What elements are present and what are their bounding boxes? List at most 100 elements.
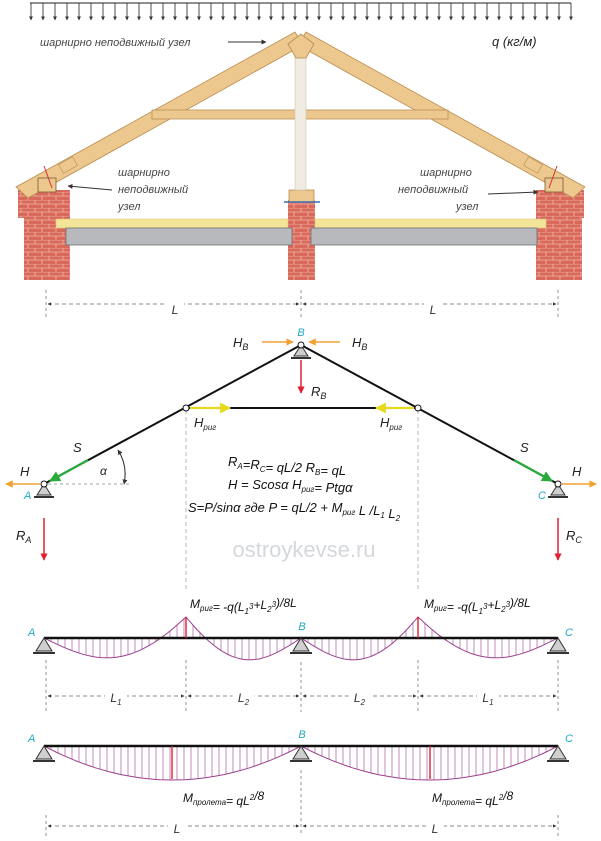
d1-span-label: L1 — [482, 691, 493, 707]
insulation-left — [55, 218, 289, 229]
d2-hatching — [50, 746, 554, 780]
d1-support-c — [547, 637, 569, 654]
h-right-label: H — [572, 464, 582, 479]
d2-node-b: B — [298, 729, 305, 741]
hb-left-label: HB — [233, 335, 248, 352]
d1-dim-bg — [477, 690, 499, 704]
h-left-label: H — [20, 464, 30, 479]
pin-right-line3: узел — [455, 201, 478, 213]
rc-label: RC — [566, 528, 582, 545]
span-right-label: L — [430, 303, 437, 317]
insulation-right — [314, 218, 547, 229]
pin-left-line1: шарнирно — [118, 167, 170, 179]
hrig-right-label: Hриг — [380, 415, 402, 432]
d2-node-a: A — [27, 733, 35, 745]
d1-dim-bg — [348, 690, 371, 704]
hb-right-label: HB — [352, 335, 367, 352]
alpha-arc — [117, 449, 128, 485]
right-corbel — [572, 190, 584, 218]
pin-left-line3: узел — [117, 201, 140, 213]
left-wall — [24, 190, 70, 280]
slab-left — [65, 227, 293, 246]
d2-span-right: L — [432, 822, 439, 836]
d2-span-left: L — [174, 822, 181, 836]
floor — [55, 189, 547, 246]
king-post — [294, 43, 307, 191]
left-fastener — [43, 165, 53, 189]
static-scheme: HB HB B RB Hриг Hриг S S H H α A C RA RC… — [5, 327, 597, 590]
hrig-left-label: Hриг — [194, 415, 216, 432]
tie-node-left — [182, 404, 190, 412]
pin-right-line2: неподвижный — [398, 184, 468, 196]
d1-dim-bg — [232, 690, 255, 704]
d2-dim-bg-left — [168, 822, 186, 836]
load-label: q (кг/м) — [492, 34, 537, 49]
d2-support-c — [547, 745, 569, 762]
s-right-label: S — [520, 440, 529, 455]
d2-support-a — [33, 745, 55, 762]
s-arrow-left — [49, 459, 89, 482]
formula-1: RA=RC= qL/2 RB= qL — [228, 454, 346, 478]
d1-dim-bg — [105, 690, 127, 704]
moment-diagram-1: A B C Mриг= -q(L13+L23)/8L Mриг= -q(L13+… — [27, 596, 573, 712]
right-eave-batten — [523, 156, 543, 174]
d1-span-dims: L1 L2 L2 L1 — [45, 660, 559, 712]
scheme-support-a — [34, 480, 54, 498]
center-post-base — [288, 189, 315, 203]
scheme-support-c — [548, 480, 568, 498]
pin-left-pointer — [67, 183, 113, 191]
pin-top-label: шарнирно неподвижный узел — [40, 37, 191, 49]
d1-support-a — [33, 637, 55, 654]
d1-node-c: C — [565, 627, 573, 639]
ra-label: RA — [16, 528, 31, 545]
node-a-label: A — [23, 490, 31, 502]
load-arrows — [29, 2, 573, 21]
dim-label-bg-right — [424, 302, 442, 316]
d2-span-dims: L L — [45, 770, 559, 836]
s-left-label: S — [73, 440, 82, 455]
d1-span-label: L2 — [354, 691, 366, 707]
d1-support-b — [290, 637, 312, 654]
ridge-gusset — [287, 33, 315, 59]
node-c-label: C — [538, 490, 546, 502]
left-support-block — [37, 177, 57, 193]
right-fastener — [548, 165, 558, 189]
d2-node-c: C — [565, 733, 573, 745]
d2-dim-bg-right — [426, 822, 444, 836]
d2-support-b — [290, 745, 312, 762]
d1-moment-left: Mриг= -q(L13+L23)/8L — [190, 596, 297, 616]
right-support-block — [544, 177, 564, 193]
rafters — [15, 31, 586, 199]
scheme-support-b — [291, 341, 311, 359]
slab-right — [310, 227, 538, 246]
moment-diagram-2: A B C Mпролета= qL2/8 Mпролета= qL2/8 L … — [27, 729, 573, 836]
roof-labels: шарнирно неподвижный узел q (кг/м) шарни… — [40, 34, 539, 213]
tie-node-right — [414, 404, 422, 412]
walls — [18, 190, 584, 280]
formula-2: H = Scosα Hриг= Ptgα — [228, 477, 353, 495]
d1-moment-right: Mриг= -q(L13+L23)/8L — [424, 596, 531, 616]
d1-span-label: L2 — [238, 691, 250, 707]
dim-label-bg-left — [166, 302, 184, 316]
d1-span-label: L1 — [110, 691, 121, 707]
alpha-label: α — [100, 464, 108, 478]
d1-node-b: B — [298, 621, 305, 633]
top-span-dims: L L — [45, 290, 559, 320]
d2-moment-left: Mпролета= qL2/8 — [183, 789, 265, 808]
formula-3: S=P/sinα где P = qL/2 + Mриг L /L1 L2 — [188, 500, 401, 523]
center-wall — [288, 200, 315, 280]
pin-left-line2: неподвижный — [118, 184, 188, 196]
node-b-label: B — [297, 327, 304, 339]
d2-moment-right: Mпролета= qL2/8 — [432, 789, 514, 808]
span-left-label: L — [172, 303, 179, 317]
watermark: ostroykevse.ru — [232, 537, 375, 562]
pin-right-line1: шарнирно — [420, 167, 472, 179]
rb-label: RB — [311, 384, 326, 401]
d1-node-a: A — [27, 627, 35, 639]
s-arrow-right — [513, 459, 553, 482]
left-eave-batten — [58, 156, 78, 174]
pin-right-pointer — [487, 189, 539, 195]
formula-block: RA=RC= qL/2 RB= qL H = Scosα Hриг= Ptgα … — [188, 454, 401, 523]
